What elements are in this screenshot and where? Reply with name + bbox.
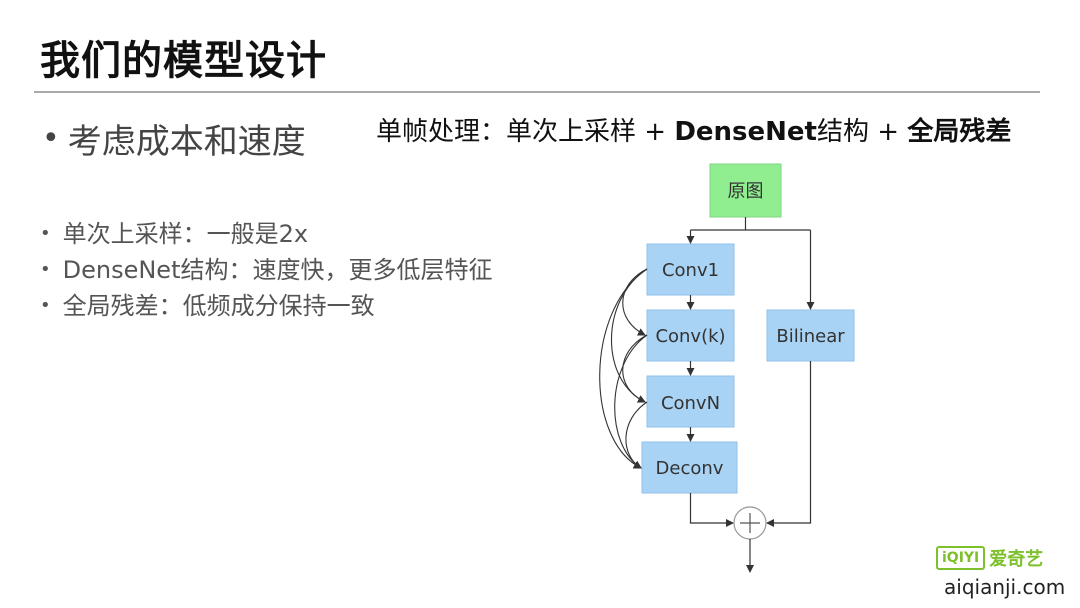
- bilinear-node: [766, 309, 855, 362]
- bullet-dot-icon: •: [40, 223, 51, 244]
- deconv-node-label: Deconv: [656, 458, 724, 479]
- subtitle-part-1: 单帧处理：单次上采样 +: [376, 117, 675, 147]
- bullet-dot-icon: •: [40, 295, 51, 316]
- dense-connections: [599, 268, 648, 469]
- edge-deconv-to-sum: [689, 493, 734, 527]
- watermark: aiqianji.com: [944, 575, 1066, 599]
- conv1-node: [646, 243, 735, 296]
- conv1-node-label: Conv1: [662, 260, 719, 281]
- list-item-text: 全局残差：低频成分保持一致: [62, 292, 375, 320]
- list-item-text: DenseNet结构：速度快，更多低层特征: [62, 256, 493, 284]
- list-item: • DenseNet结构：速度快，更多低层特征: [40, 252, 492, 288]
- list-item-text: 单次上采样：一般是2x: [62, 220, 309, 248]
- slide-title: 我们的模型设计: [40, 38, 327, 84]
- logo-mark: iQIYI: [936, 546, 986, 570]
- diagram-subtitle: 单帧处理：单次上采样 + DenseNet结构 + 全局残差: [376, 111, 1011, 148]
- bullet-dot-icon: •: [40, 259, 51, 280]
- list-item: • 全局残差：低频成分保持一致: [40, 288, 492, 324]
- subtitle-part-2: DenseNet: [674, 117, 817, 147]
- convn-node-label: ConvN: [661, 393, 720, 414]
- bullet-dot-icon: •: [42, 121, 60, 156]
- input-node-label: 原图: [728, 181, 764, 202]
- input-node: [709, 163, 782, 218]
- sum-icon: [733, 506, 767, 540]
- edge-input-split: [690, 217, 811, 231]
- list-item: • 单次上采样：一般是2x: [40, 216, 492, 252]
- subtitle-part-4: 全局残差: [907, 117, 1012, 147]
- bilinear-node-label: Bilinear: [776, 326, 845, 347]
- main-bullet: • 考虑成本和速度: [42, 114, 306, 163]
- title-divider: [34, 91, 1040, 93]
- convk-node-label: Conv(k): [655, 326, 725, 347]
- subtitle-part-3: 结构 +: [817, 117, 908, 147]
- edge-bilinear-to-sum: [766, 361, 812, 527]
- convk-node: [646, 309, 735, 362]
- convn-node: [646, 375, 735, 428]
- iqiyi-logo: iQIYI 爱奇艺: [936, 545, 1043, 571]
- logo-text: 爱奇艺: [989, 549, 1044, 570]
- deconv-node: [641, 441, 738, 494]
- main-bullet-text: 考虑成本和速度: [67, 122, 306, 162]
- bullet-list: • 单次上采样：一般是2x • DenseNet结构：速度快，更多低层特征 • 全局残…: [40, 216, 492, 324]
